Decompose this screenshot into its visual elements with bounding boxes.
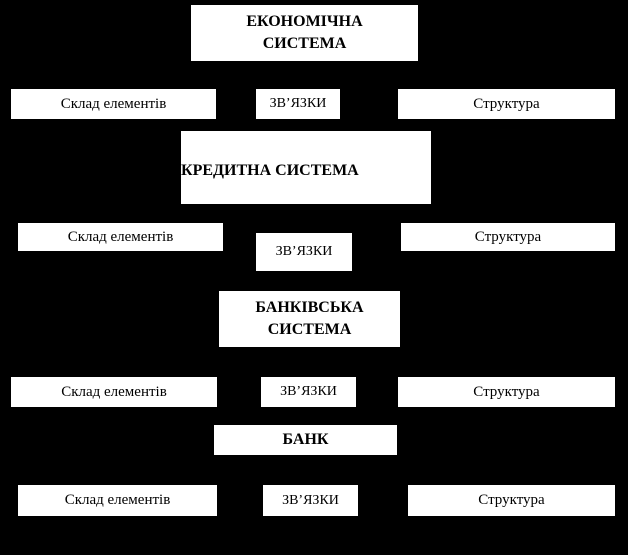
- economic-system-box: ЕКОНОМІЧНА СИСТЕМА: [190, 4, 419, 62]
- row1-composition-box: Склад елементів: [10, 88, 217, 120]
- economic-system-title-line2: СИСТЕМА: [262, 35, 347, 52]
- row3-links-box: ЗВ’ЯЗКИ: [260, 376, 357, 408]
- row2-links-box: ЗВ’ЯЗКИ: [255, 232, 353, 272]
- bank-box: БАНК: [213, 424, 398, 456]
- row4-structure-box: Структура: [407, 484, 616, 517]
- row3-structure-box: Структура: [397, 376, 616, 408]
- row2-structure-box: Структура: [400, 222, 616, 252]
- banking-system-title-line2: СИСТЕМА: [267, 321, 352, 338]
- bank-title: БАНК: [282, 430, 329, 448]
- banking-system-box: БАНКІВСЬКА СИСТЕМА: [218, 290, 401, 348]
- row4-links-box: ЗВ’ЯЗКИ: [262, 484, 359, 517]
- banking-system-title-line1: БАНКІВСЬКА: [255, 298, 364, 316]
- economic-system-title-line1: ЕКОНОМІЧНА: [246, 12, 363, 30]
- row1-links-box: ЗВ’ЯЗКИ: [255, 88, 341, 120]
- row2-composition-box: Склад елементів: [17, 222, 224, 252]
- row4-composition-box: Склад елементів: [17, 484, 218, 517]
- credit-system-box: КРЕДИТНА СИСТЕМА: [180, 130, 432, 205]
- row1-structure-box: Структура: [397, 88, 616, 120]
- credit-system-title: КРЕДИТНА СИСТЕМА: [181, 162, 359, 180]
- row3-composition-box: Склад елементів: [10, 376, 218, 408]
